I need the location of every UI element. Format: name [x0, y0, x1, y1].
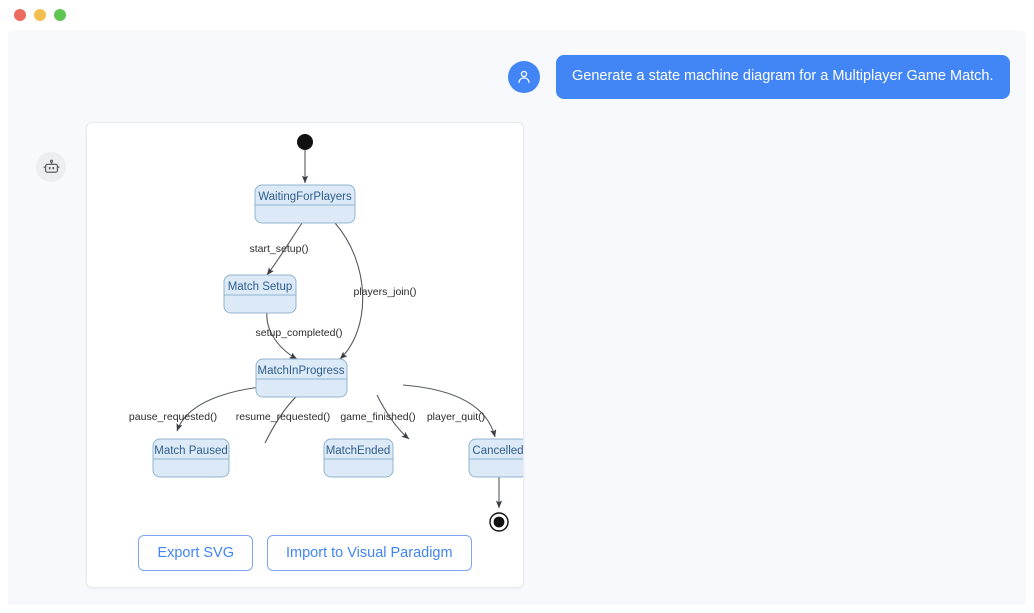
- state-label: WaitingForPlayers: [258, 191, 352, 203]
- state-label: Match Paused: [154, 445, 228, 457]
- user-icon: [518, 70, 530, 83]
- edge-inprogress-to-ended: [376, 394, 410, 440]
- user-message-bubble: Generate a state machine diagram for a M…: [556, 55, 1010, 99]
- title-bar: [0, 0, 1034, 30]
- edge-setup-to-inprogress: [266, 310, 298, 360]
- assistant-message-row: start_setup() players_join() setup_compl…: [36, 122, 524, 588]
- edge-label-setup-completed: setup_completed(): [256, 327, 343, 339]
- edge-label-resume-requested: resume_requested(): [236, 411, 331, 423]
- state-node-cancelled[interactable]: Cancelled: [468, 438, 523, 478]
- edge-label-start-setup: start_setup(): [250, 243, 309, 255]
- initial-state-node: [297, 134, 313, 150]
- state-label: MatchInProgress: [258, 365, 345, 377]
- edge-label-pause-requested: pause_requested(): [129, 411, 217, 423]
- state-label: Match Setup: [228, 281, 293, 293]
- state-machine-diagram: start_setup() players_join() setup_compl…: [129, 134, 523, 532]
- state-node-matchinprogress[interactable]: MatchInProgress: [255, 358, 348, 398]
- state-node-waitingforplayers[interactable]: WaitingForPlayers: [254, 184, 356, 224]
- export-svg-button[interactable]: Export SVG: [138, 535, 253, 571]
- card-action-bar: Export SVG Import to Visual Paradigm: [87, 535, 523, 571]
- edge-label-player-quit: player_quit(): [427, 411, 485, 423]
- diagram-result-card: start_setup() players_join() setup_compl…: [86, 122, 524, 588]
- final-state-node: [489, 512, 509, 532]
- user-avatar: [508, 61, 540, 93]
- state-node-match-paused[interactable]: Match Paused: [152, 438, 230, 478]
- user-message-row: Generate a state machine diagram for a M…: [508, 55, 1010, 99]
- state-node-matchended[interactable]: MatchEnded: [323, 438, 394, 478]
- state-node-match-setup[interactable]: Match Setup: [223, 274, 297, 314]
- assistant-avatar: [36, 152, 66, 182]
- robot-icon: [43, 159, 59, 173]
- state-label: MatchEnded: [326, 445, 391, 457]
- edge-label-players-join: players_join(): [353, 286, 416, 298]
- edge-label-game-finished: game_finished(): [340, 411, 415, 423]
- chat-area: Generate a state machine diagram for a M…: [8, 30, 1026, 605]
- state-label: Cancelled: [472, 445, 523, 457]
- maximize-window-button[interactable]: [54, 9, 66, 21]
- edge-inprogress-to-cancelled: [402, 384, 497, 438]
- import-visual-paradigm-button[interactable]: Import to Visual Paradigm: [267, 535, 472, 571]
- minimize-window-button[interactable]: [34, 9, 46, 21]
- close-window-button[interactable]: [14, 9, 26, 21]
- edge-waiting-to-setup: [266, 222, 303, 276]
- edge-waiting-to-inprogress: [334, 222, 364, 360]
